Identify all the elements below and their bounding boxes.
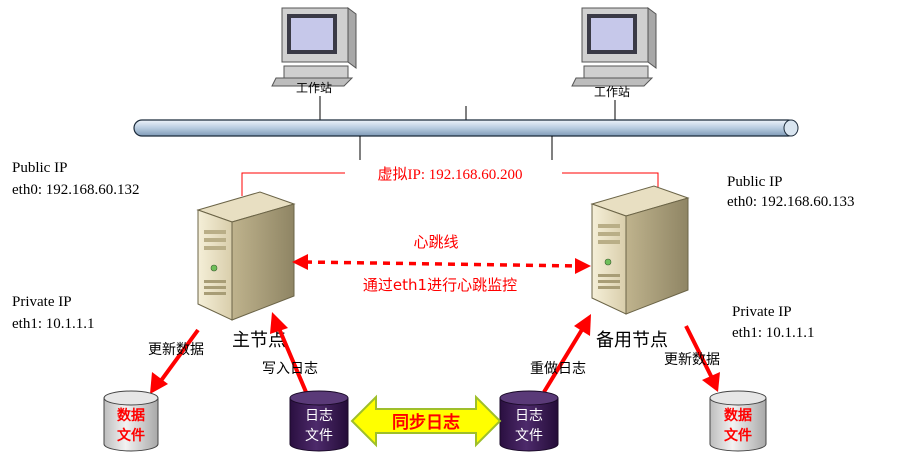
right-private-ip: eth1: 10.1.1.1 xyxy=(732,325,815,341)
data-file-right-line1: 数据 xyxy=(724,407,752,424)
workstation-right xyxy=(571,7,657,87)
redo-log-label: 重做日志 xyxy=(530,361,586,377)
write-log-label: 写入日志 xyxy=(262,361,318,377)
workstation-left xyxy=(271,7,357,87)
backup-server-icon xyxy=(590,185,690,315)
sync-log-arrow xyxy=(350,394,502,448)
right-public-ip-title: Public IP xyxy=(727,174,782,190)
arrow-redo-log xyxy=(542,314,591,394)
workstation-left-label: 工作站 xyxy=(296,81,332,95)
data-file-right-line2: 文件 xyxy=(724,427,752,444)
data-file-right-cylinder xyxy=(709,390,767,452)
left-public-ip: eth0: 192.168.60.132 xyxy=(12,182,140,198)
log-file-left-line2: 文件 xyxy=(305,428,333,444)
arrow-write-log xyxy=(270,312,308,393)
log-file-right-line2: 文件 xyxy=(515,428,543,444)
workstation-right-label: 工作站 xyxy=(594,85,630,99)
vip-bracket-left xyxy=(241,172,345,196)
data-file-left-line1: 数据 xyxy=(117,407,145,424)
backup-node-label: 备用节点 xyxy=(596,330,668,350)
primary-node-label: 主节点 xyxy=(232,330,286,350)
arrow-update-data-left xyxy=(150,328,200,394)
log-file-right-line1: 日志 xyxy=(515,408,543,424)
right-private-ip-title: Private IP xyxy=(732,304,792,320)
update-data-right-label: 更新数据 xyxy=(664,352,720,368)
virtual-ip-label: 虚拟IP: 192.168.60.200 xyxy=(377,166,522,183)
right-public-ip: eth0: 192.168.60.133 xyxy=(727,194,855,210)
log-file-right-cylinder xyxy=(499,390,559,452)
left-private-ip-title: Private IP xyxy=(12,294,72,310)
arrow-update-data-right xyxy=(684,325,720,392)
update-data-left-label: 更新数据 xyxy=(148,342,204,358)
data-file-left-line2: 文件 xyxy=(117,427,145,444)
network-bus xyxy=(133,119,799,137)
primary-server-icon xyxy=(196,191,296,321)
heartbeat-desc: 通过eth1进行心跳监控 xyxy=(363,276,517,294)
left-private-ip: eth1: 10.1.1.1 xyxy=(12,316,95,332)
data-file-left-cylinder xyxy=(103,390,159,452)
sync-log-label: 同步日志 xyxy=(392,412,460,433)
left-public-ip-title: Public IP xyxy=(12,160,67,176)
heartbeat-arrow xyxy=(292,254,591,274)
heartbeat-label: 心跳线 xyxy=(413,233,458,251)
log-file-left-cylinder xyxy=(289,390,349,452)
log-file-left-line1: 日志 xyxy=(305,408,333,424)
